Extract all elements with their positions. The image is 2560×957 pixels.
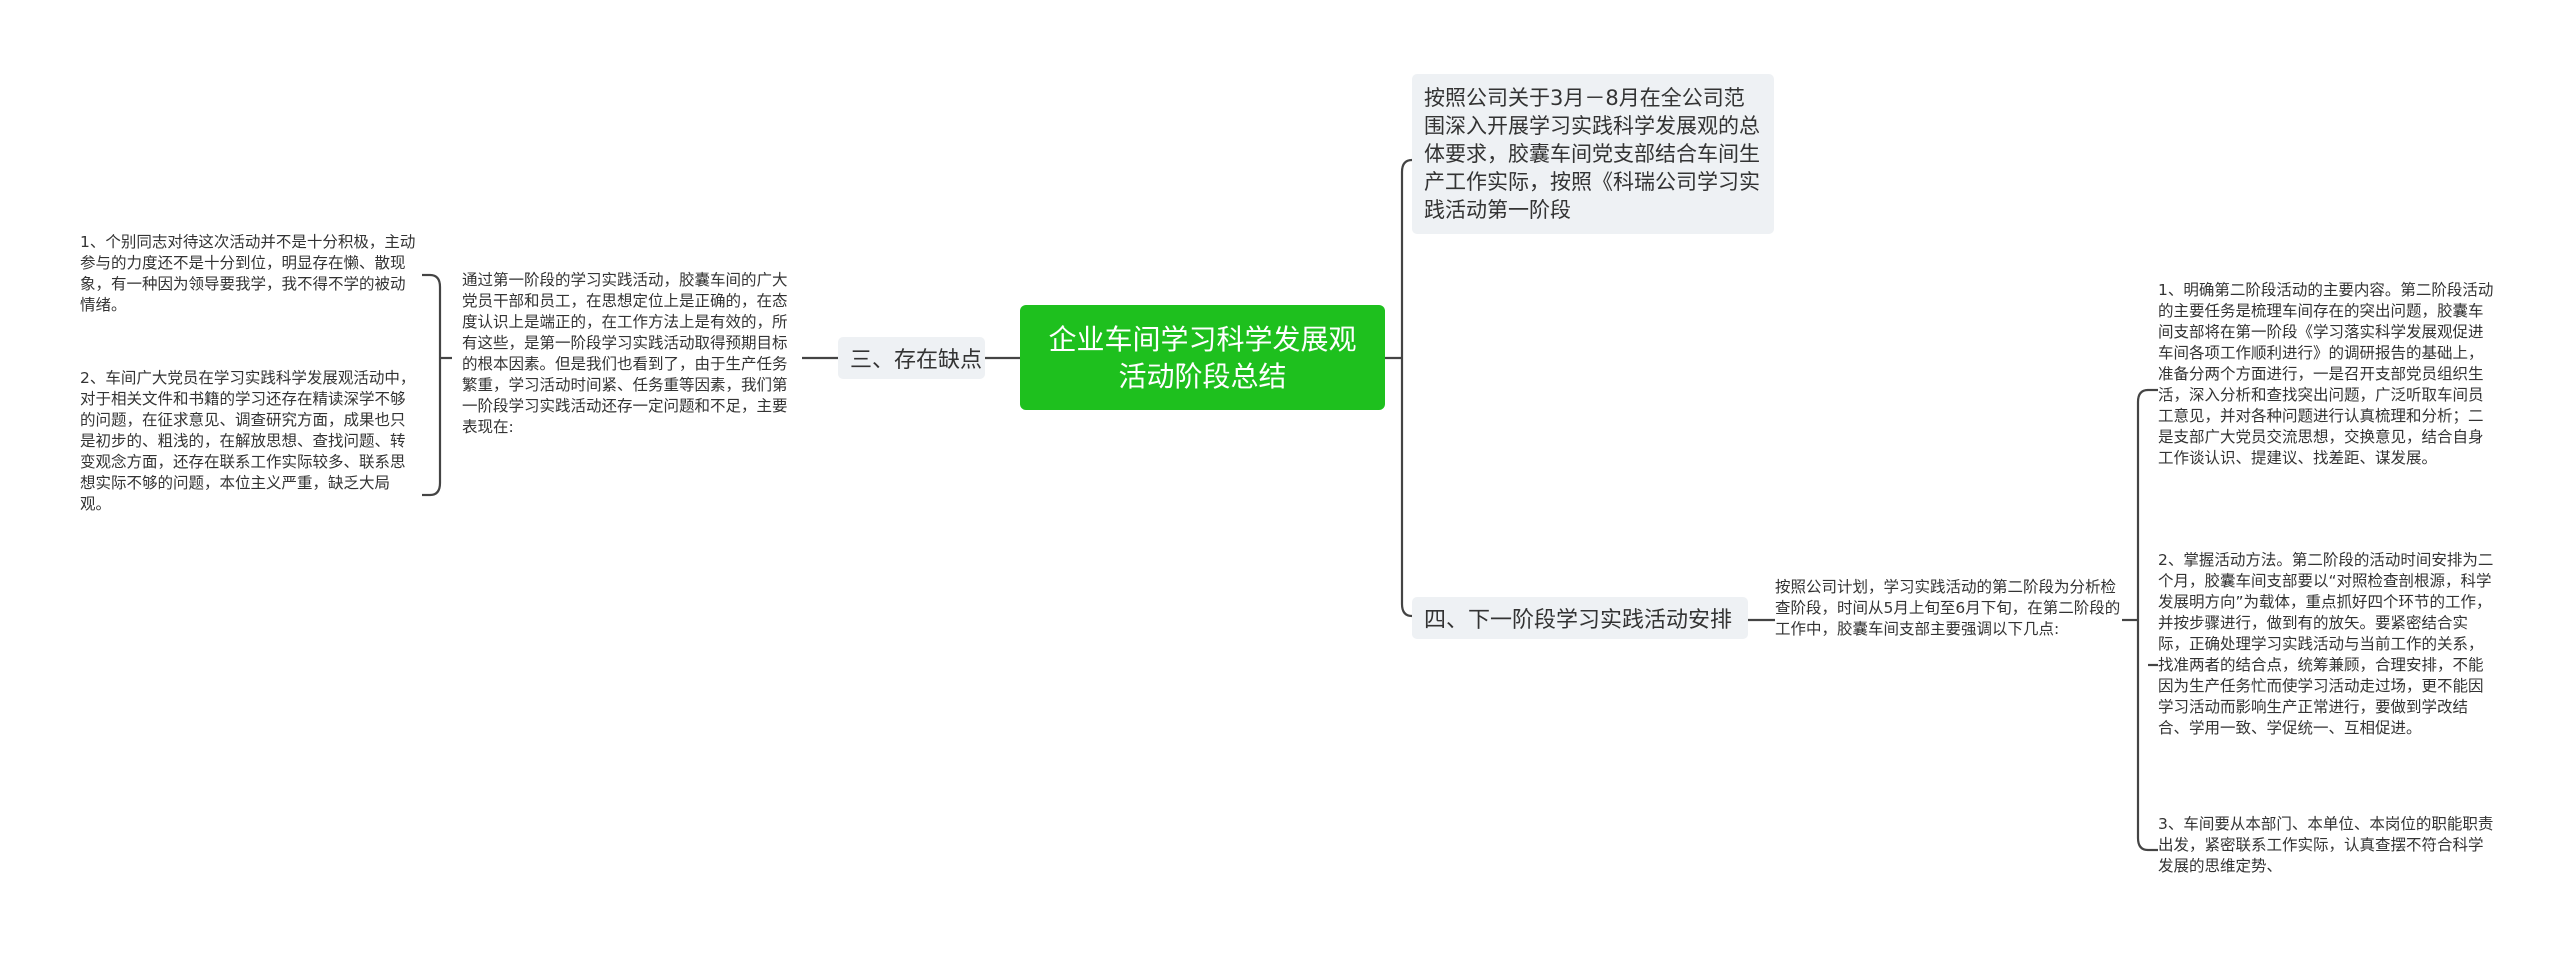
bracket-left-points <box>429 273 442 497</box>
next-point-3[interactable]: 3、车间要从本部门、本单位、本岗位的职能职责出发，紧密联系工作实际，认真查摆不符… <box>2158 815 2494 875</box>
intro-text: 按照公司关于3月－8月在全公司范围深入开展学习实践科学发展观的总体要求，胶囊车间… <box>1424 86 1760 222</box>
root-node[interactable]: 企业车间学习科学发展观活动阶段总结 <box>1020 305 1385 410</box>
branch-next-stage-label: 四、下一阶段学习实践活动安排 <box>1424 608 1733 633</box>
branch-shortcomings-label: 三、存在缺点 <box>850 348 983 373</box>
next-stage-summary[interactable]: 按照公司计划，学习实践活动的第二阶段为分析检查阶段，时间从5月上旬至6月下旬，在… <box>1775 578 2121 638</box>
shortcoming-point-2[interactable]: 2、车间广大党员在学习实践科学发展观活动中，对于相关文件和书籍的学习还存在精读深… <box>80 369 416 513</box>
next-point-1[interactable]: 1、明确第二阶段活动的主要内容。第二阶段活动的主要任务是梳理车间存在的突出问题，… <box>2158 281 2494 467</box>
intro-node[interactable]: 按照公司关于3月－8月在全公司范围深入开展学习实践科学发展观的总体要求，胶囊车间… <box>1412 74 1774 234</box>
shortcomings-summary[interactable]: 通过第一阶段的学习实践活动，胶囊车间的广大党员干部和员工，在思想定位上是正确的，… <box>462 271 788 436</box>
branch-next-stage[interactable]: 四、下一阶段学习实践活动安排 <box>1412 597 1748 639</box>
bracket-right-main <box>1400 158 1413 618</box>
branch-shortcomings[interactable]: 三、存在缺点 <box>838 337 985 379</box>
root-title: 企业车间学习科学发展观活动阶段总结 <box>1048 322 1357 393</box>
shortcoming-point-1[interactable]: 1、个别同志对待这次活动并不是十分积极，主动参与的力度还不是十分到位，明显存在懒… <box>80 233 416 314</box>
next-point-2[interactable]: 2、掌握活动方法。第二阶段的活动时间安排为二个月，胶囊车间支部要以“对照检查剖根… <box>2158 551 2494 737</box>
bracket-right-points <box>2136 388 2149 852</box>
